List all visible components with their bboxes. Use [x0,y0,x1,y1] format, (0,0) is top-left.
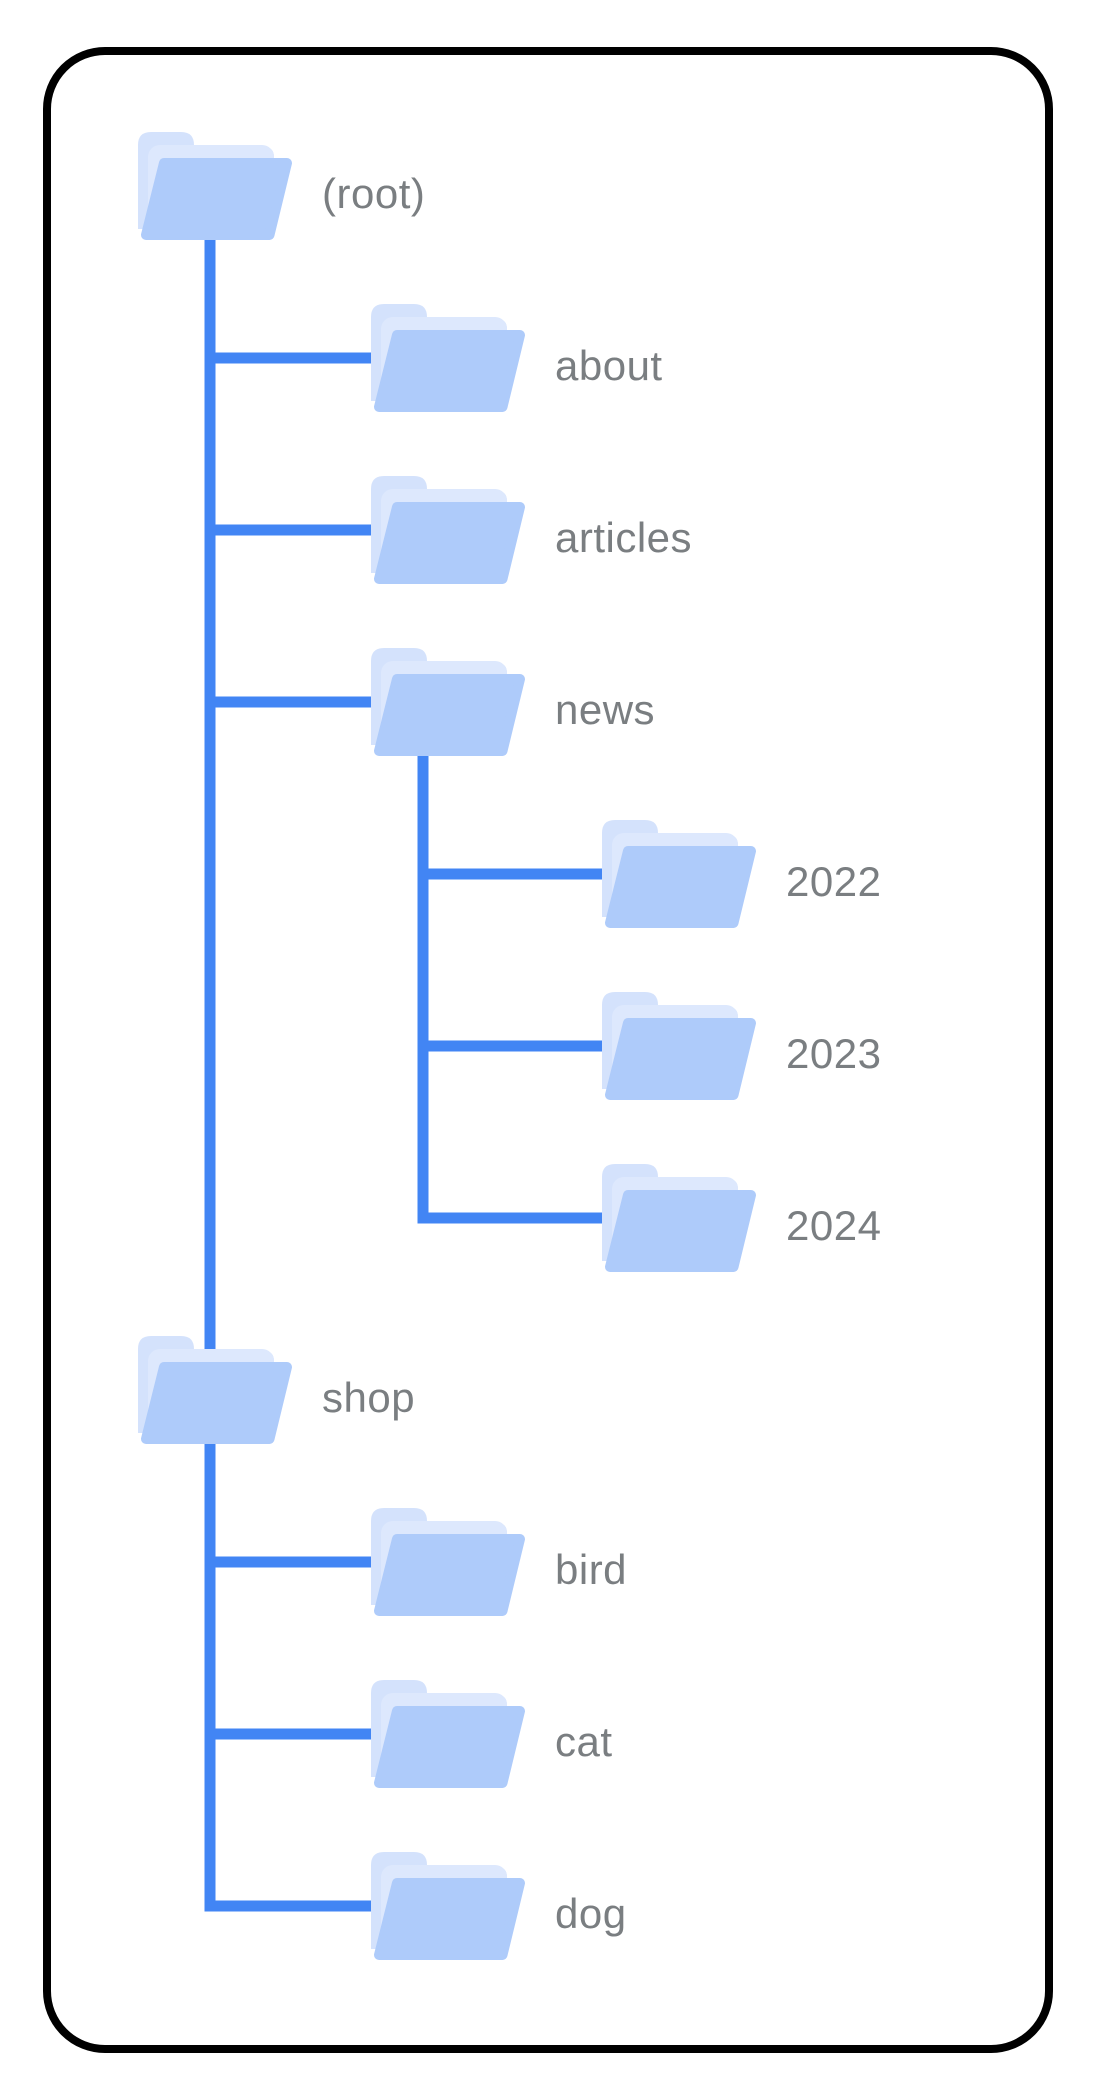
folder-front [605,846,756,928]
tree-node-articles [371,476,526,584]
folder-front [374,674,525,756]
folder-label-dog: dog [555,1890,627,1937]
tree-node-y2023 [602,992,757,1100]
tree-node-root [138,132,293,240]
tree-branch-news [204,696,375,708]
folder-icon-root [138,132,292,240]
tree-node-dog [371,1852,526,1960]
folder-icon-articles [371,476,525,584]
folder-front [374,1878,525,1960]
folder-label-y2024: 2024 [786,1202,882,1249]
folder-label-bird: bird [555,1546,628,1593]
folder-icon-news [371,648,525,756]
folder-icon-cat [371,1680,525,1788]
folder-icon-about [371,304,525,412]
tree-node-news [371,648,526,756]
tree-branch-articles [204,524,375,536]
tree-node-y2022 [602,820,757,928]
tree-branch-y2023 [417,1040,606,1052]
tree-branch-bird [204,1556,375,1568]
folder-front [374,330,525,412]
folder-label-y2022: 2022 [786,858,882,905]
folder-front [374,1706,525,1788]
folder-front [141,1362,292,1444]
tree-trunk-line-0 [204,240,216,1912]
folder-front [605,1018,756,1100]
folder-label-root: (root) [322,170,426,217]
tree-branch-cat [204,1728,375,1740]
folder-front [374,502,525,584]
folder-front [141,158,292,240]
folder-icon-shop [138,1336,292,1444]
tree-node-cat [371,1680,526,1788]
tree-node-bird [371,1508,526,1616]
tree-node-about [371,304,526,412]
tree-branch-y2022 [417,868,606,880]
folder-front [374,1534,525,1616]
folder-icon-y2024 [602,1164,756,1272]
tree-branch-about [204,352,375,364]
tree-trunk-line-1 [417,756,429,1224]
folder-front [605,1190,756,1272]
folder-icon-bird [371,1508,525,1616]
tree-branch-dog [204,1900,375,1912]
tree-node-shop [138,1336,293,1444]
folder-icon-y2023 [602,992,756,1100]
folder-label-news: news [555,686,656,733]
folder-label-y2023: 2023 [786,1030,882,1077]
folder-label-about: about [555,342,663,389]
folder-label-shop: shop [322,1374,416,1421]
tree-node-y2024 [602,1164,757,1272]
tree-branch-y2024 [417,1212,606,1224]
folder-label-cat: cat [555,1718,613,1765]
folder-icon-dog [371,1852,525,1960]
folder-icon-y2022 [602,820,756,928]
folder-label-articles: articles [555,514,693,561]
